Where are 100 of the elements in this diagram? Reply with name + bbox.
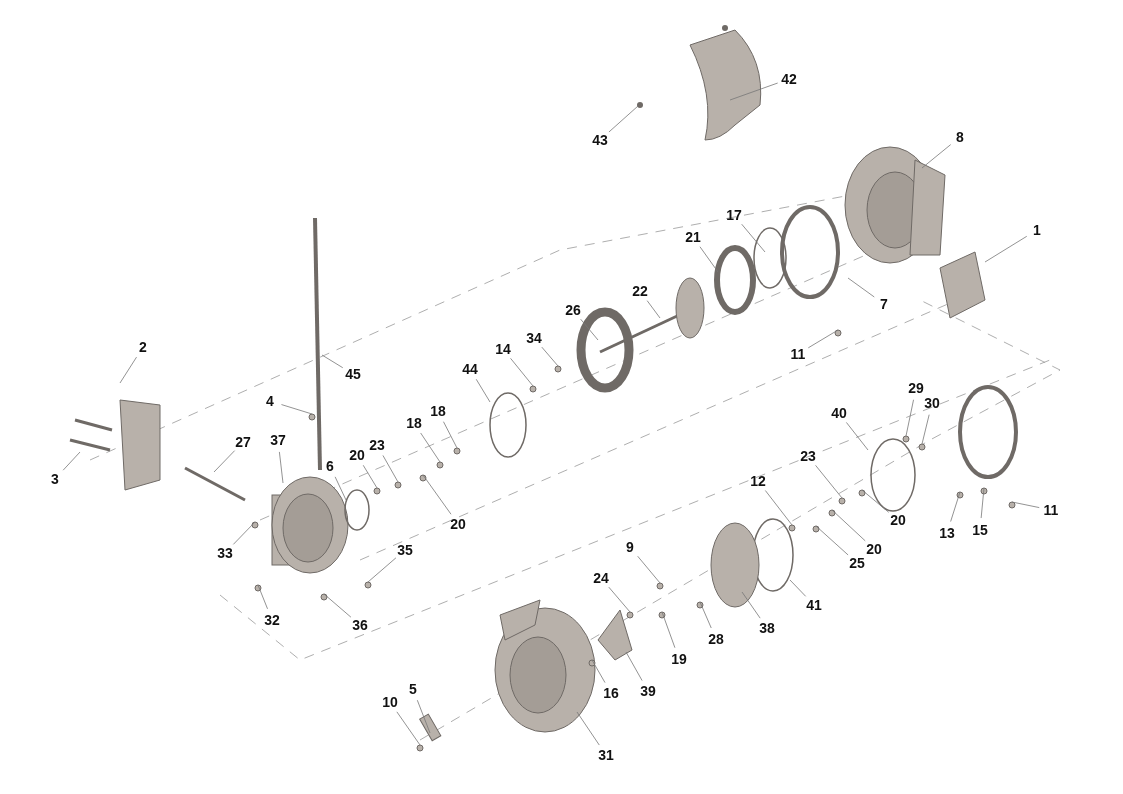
- callout-number: 36: [352, 618, 368, 632]
- leader-line: [443, 421, 458, 449]
- callout-number: 11: [1043, 503, 1059, 517]
- callout-number: 20: [890, 513, 906, 527]
- callout-number: 41: [806, 598, 822, 612]
- leader-line: [323, 593, 352, 618]
- callout-number: 31: [598, 748, 614, 762]
- callout-number: 10: [382, 695, 398, 709]
- callout-number: 5: [409, 682, 417, 696]
- callout-number: 29: [908, 381, 924, 395]
- callout-number: 25: [849, 556, 865, 570]
- leader-line: [576, 711, 600, 746]
- callout-number: 14: [495, 342, 511, 356]
- callout-number: 20: [349, 448, 365, 462]
- leader-line: [984, 235, 1028, 263]
- callout-number: 18: [430, 404, 446, 418]
- leader-line: [62, 451, 81, 471]
- callout-number: 44: [462, 362, 478, 376]
- callout-number: 2: [139, 340, 147, 354]
- callout-number: 1: [1033, 223, 1041, 237]
- callout-number: 6: [326, 459, 334, 473]
- callout-number: 40: [831, 406, 847, 420]
- callout-number: 24: [593, 571, 609, 585]
- callout-number: 19: [671, 652, 687, 666]
- leader-line: [637, 555, 661, 584]
- callout-number: 20: [866, 542, 882, 556]
- leader-line: [831, 509, 866, 542]
- leader-line: [608, 105, 639, 133]
- callout-number: 27: [235, 435, 251, 449]
- callout-number: 32: [264, 613, 280, 627]
- leader-line: [905, 399, 914, 437]
- leader-line: [729, 82, 779, 101]
- callout-number: 3: [51, 472, 59, 486]
- callout-number: 23: [369, 438, 385, 452]
- callout-number: 11: [790, 347, 806, 361]
- leader-line: [541, 346, 559, 367]
- leader-line: [213, 450, 236, 473]
- leader-line: [1011, 501, 1040, 508]
- callout-number: 45: [345, 367, 361, 381]
- leader-line: [232, 521, 256, 545]
- leader-line: [921, 144, 952, 169]
- callout-number: 7: [880, 297, 888, 311]
- callout-number: 9: [626, 540, 634, 554]
- leader-line: [321, 354, 344, 369]
- callout-number: 35: [397, 543, 413, 557]
- callout-number: 12: [750, 474, 766, 488]
- leader-line: [119, 356, 137, 384]
- callout-number: 38: [759, 621, 775, 635]
- callout-number: 13: [939, 526, 955, 540]
- leader-line: [950, 491, 961, 522]
- leader-line: [815, 464, 843, 499]
- leader-line: [741, 223, 766, 253]
- leader-line: [921, 414, 930, 445]
- leader-line: [847, 277, 875, 298]
- leader-line: [580, 318, 599, 341]
- leader-line: [764, 490, 793, 526]
- leader-line: [281, 404, 313, 415]
- leader-line: [475, 378, 491, 403]
- leader-line: [510, 357, 534, 387]
- leader-line: [367, 557, 397, 583]
- callout-number: 34: [526, 331, 542, 345]
- leader-line: [257, 584, 268, 610]
- leader-line: [741, 591, 761, 619]
- leader-line: [661, 611, 676, 649]
- callout-number: 37: [270, 433, 286, 447]
- leader-line: [625, 651, 643, 681]
- callout-number: 4: [266, 394, 274, 408]
- leader-line: [362, 464, 378, 489]
- leader-line: [699, 246, 719, 273]
- callout-number: 23: [800, 449, 816, 463]
- leader-line: [846, 422, 869, 451]
- leader-line: [279, 451, 284, 484]
- callout-number: 39: [640, 684, 656, 698]
- leader-line: [646, 300, 661, 319]
- callout-number: 30: [924, 396, 940, 410]
- leader-line: [980, 487, 985, 519]
- leader-line: [591, 659, 606, 683]
- callout-number: 33: [217, 546, 233, 560]
- callout-number: 18: [406, 416, 422, 430]
- leader-line: [396, 711, 421, 746]
- leader-line: [789, 579, 807, 597]
- callout-number: 17: [726, 208, 742, 222]
- leader-line: [861, 489, 890, 513]
- callout-number: 16: [603, 686, 619, 700]
- leader-line: [422, 474, 452, 515]
- callout-number: 15: [972, 523, 988, 537]
- callout-number: 43: [592, 133, 608, 147]
- leader-line: [334, 476, 347, 501]
- callout-number: 26: [565, 303, 581, 317]
- callout-number: 28: [708, 632, 724, 646]
- leader-line: [815, 525, 849, 556]
- leader-line: [608, 586, 631, 613]
- leader-line: [382, 455, 399, 483]
- callout-number: 20: [450, 517, 466, 531]
- leader-line: [416, 699, 431, 734]
- leader-line: [699, 601, 712, 629]
- callout-number: 42: [781, 72, 797, 86]
- leader-line: [420, 432, 441, 463]
- leader-line: [807, 329, 839, 349]
- callout-number: 22: [632, 284, 648, 298]
